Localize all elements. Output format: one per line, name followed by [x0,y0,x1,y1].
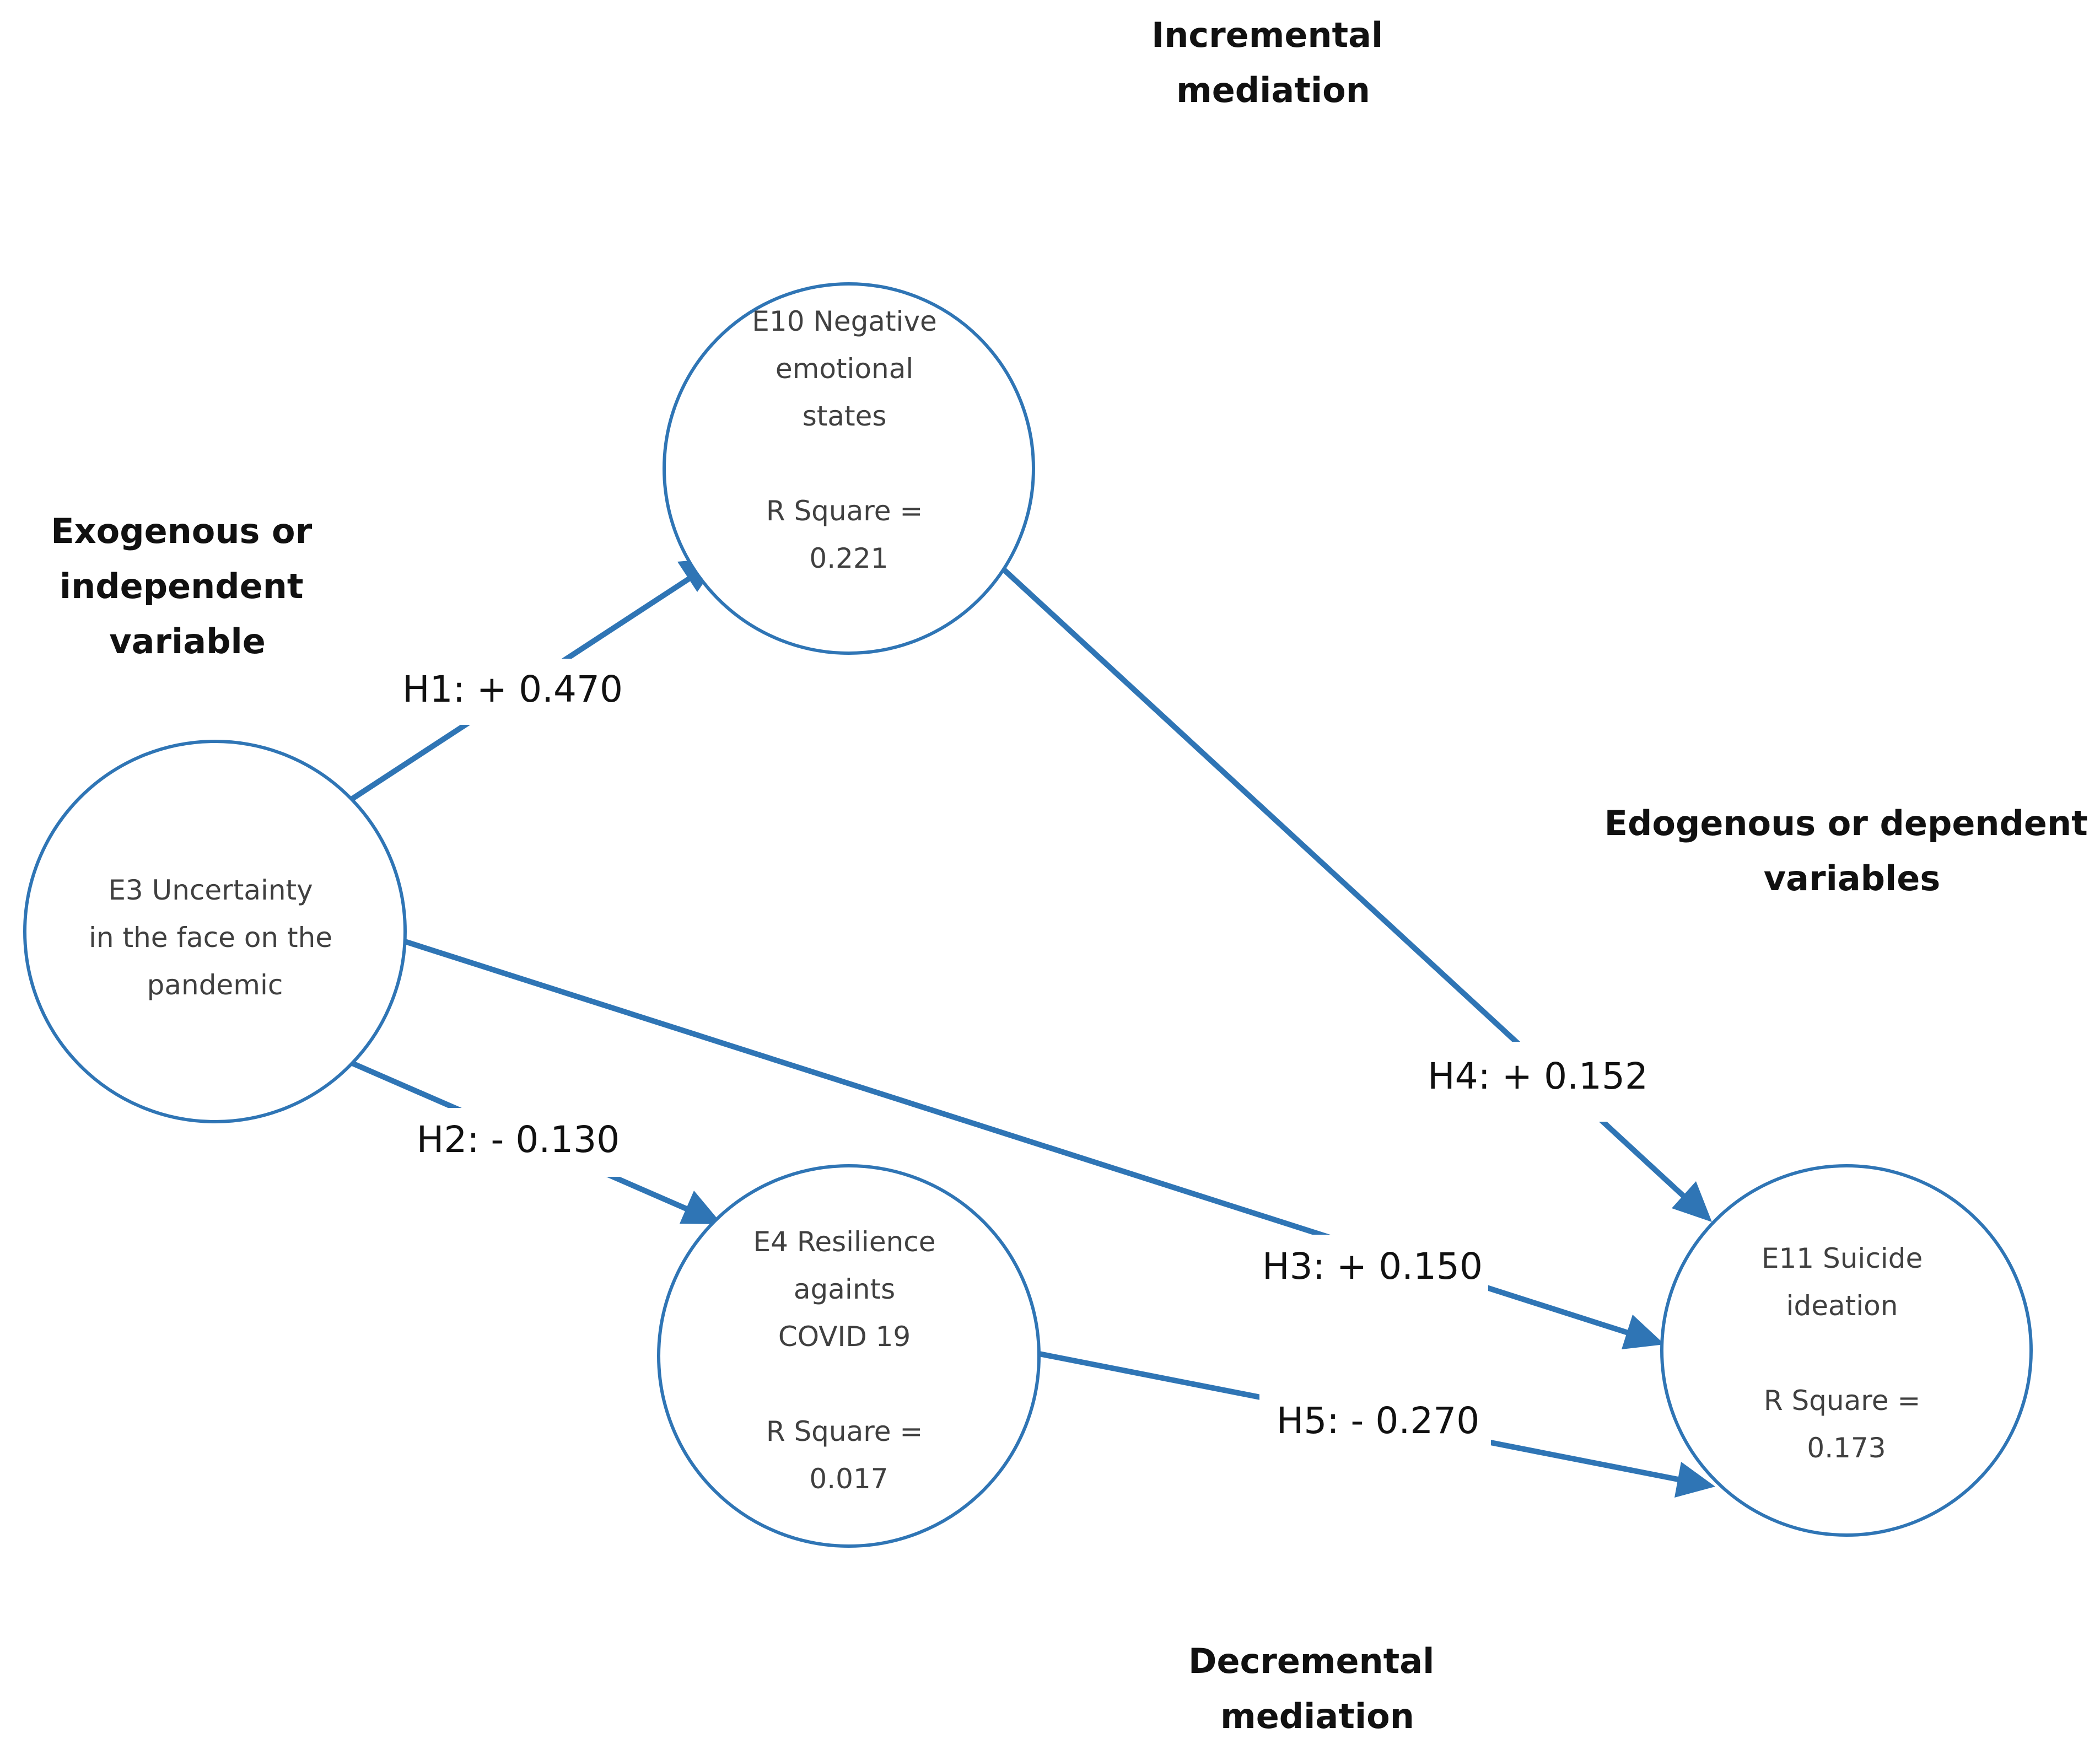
node-e10: E10 Negative emotional states R Square =… [663,282,1035,655]
edge-h5-arrowhead [1674,1462,1715,1498]
node-e10-circle [663,282,1035,655]
edge-h3-arrowhead [1622,1315,1665,1349]
node-e11: E11 Suicide ideation R Square = 0.173 [1660,1164,2033,1537]
edge-labels: H1: + 0.470 H2: - 0.130 H3: + 0.150 H4: … [402,659,1654,1461]
node-e10-text: E10 Negative emotional states R Square =… [752,305,945,574]
group-label-decremental: Decremental mediation [1188,1641,1446,1736]
node-e4-text: E4 Resilience againts COVID 19 R Square … [753,1226,945,1495]
edge-h4-label: H4: + 0.152 [1428,1055,1648,1097]
edge-h2-arrowhead [680,1191,722,1224]
edge-h3-label: H3: + 0.150 [1262,1245,1483,1288]
node-e3-text: E3 Uncertainty in the face on the pandem… [89,874,341,1001]
edge-h1-label: H1: + 0.470 [402,668,623,710]
node-e3-circle [23,740,407,1123]
node-e4-circle [657,1164,1041,1548]
group-label-endogenous: Edogenous or dependent variables [1604,803,2100,898]
edge-h5-label: H5: - 0.270 [1277,1399,1480,1442]
node-e3: E3 Uncertainty in the face on the pandem… [23,740,407,1123]
edge-h2-label: H2: - 0.130 [417,1118,620,1161]
node-e4: E4 Resilience againts COVID 19 R Square … [657,1164,1041,1548]
node-e11-text: E11 Suicide ideation R Square = 0.173 [1762,1242,1931,1464]
group-label-incremental: Incremental mediation [1151,15,1395,110]
node-e11-circle [1660,1164,2033,1537]
edge-h4-arrowhead [1672,1181,1712,1222]
group-label-exogenous: Exogenous or independent variable [51,511,324,661]
